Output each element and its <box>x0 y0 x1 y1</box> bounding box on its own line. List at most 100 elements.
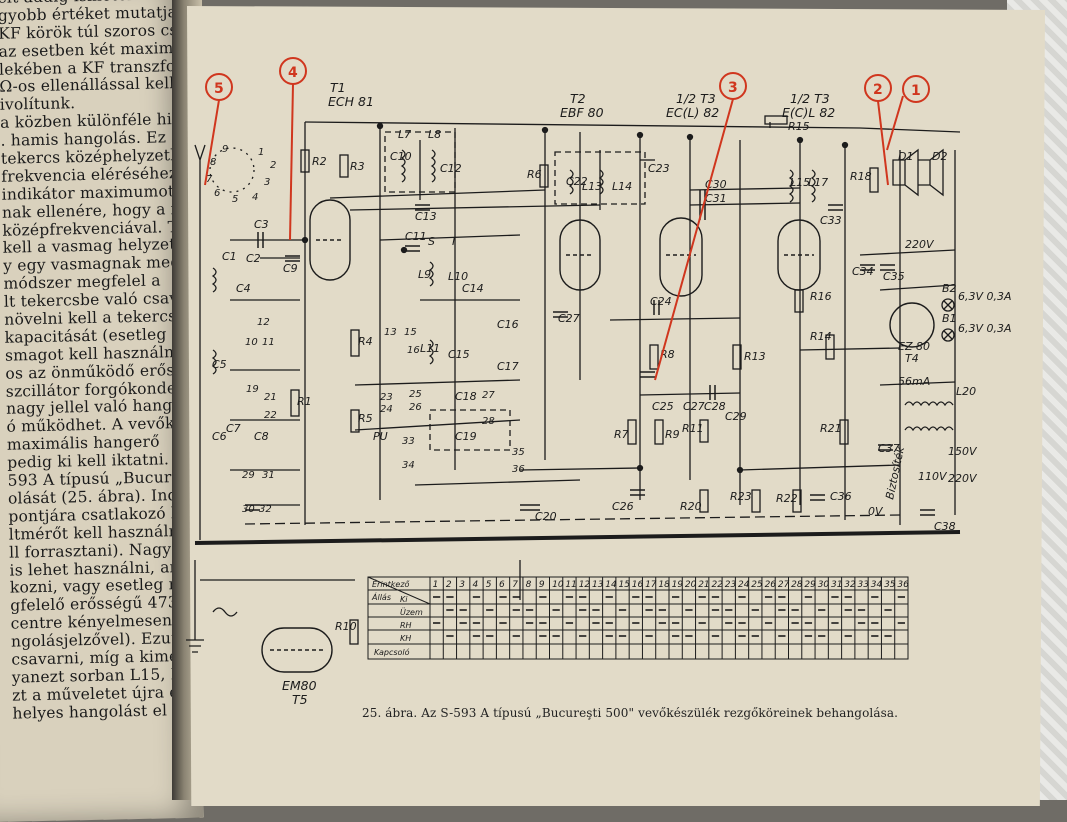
table-row-label: Ki <box>400 595 408 604</box>
table-row-label: RH <box>400 621 412 630</box>
table-column-number: 13 <box>592 580 604 590</box>
component-label: R7 <box>614 428 629 441</box>
component-label: C22 <box>566 175 588 188</box>
component-label: C23 <box>648 162 670 175</box>
component-label: R20 <box>680 500 702 513</box>
pin-number: 5 <box>232 194 238 205</box>
component-label: C8 <box>254 430 269 443</box>
component-label: C4 <box>236 282 251 295</box>
table-column-number: 17 <box>645 580 657 590</box>
pin-number: 4 <box>252 192 258 203</box>
component-label: R9 <box>665 428 680 441</box>
table-column-number: 7 <box>512 580 518 590</box>
table-column-number: 24 <box>738 580 750 590</box>
tube-t2-name: T2 <box>570 91 586 106</box>
table-column-number: 25 <box>751 580 763 590</box>
tube-t3b-type: E(C)L 82 <box>782 105 835 120</box>
callout-number: 1 <box>911 83 921 99</box>
component-label: C3 <box>254 218 269 231</box>
schematic-resistors <box>290 115 879 645</box>
pin-number: 22 <box>264 410 277 421</box>
component-label: C27 <box>683 400 705 413</box>
tube-t3a-name: 1/2 T3 <box>676 91 716 106</box>
pin-number: 15 <box>404 327 417 338</box>
table-column-number: 16 <box>632 580 644 590</box>
component-label: R14 <box>810 330 832 343</box>
table-column-number: 4 <box>472 580 478 590</box>
component-label: PU <box>373 430 388 443</box>
pin-number: 7 <box>206 174 213 185</box>
tube-t3a-type: EC(L) 82 <box>666 105 719 120</box>
component-label: B2 <box>942 282 957 295</box>
figure-caption: 25. ábra. Az S-593 A típusú „Bucureşti 5… <box>362 706 899 720</box>
voltage-label: 6,3V 0,3A <box>958 322 1012 335</box>
callout-number: 4 <box>288 65 298 81</box>
component-label: D2 <box>932 150 947 163</box>
pin-number: 19 <box>246 384 259 395</box>
table-column-number: 19 <box>672 580 684 590</box>
component-label: B1 <box>942 312 957 325</box>
component-label: L13 <box>582 180 602 193</box>
schematic-misc-symbols <box>186 122 955 653</box>
component-label: C19 <box>455 430 477 443</box>
table-column-number: 35 <box>884 580 896 590</box>
component-label: C15 <box>448 348 470 361</box>
component-label: C31 <box>705 192 727 205</box>
pin-number: 24 <box>380 404 393 415</box>
schematic-coils <box>211 149 954 432</box>
component-label: 0V <box>868 505 884 518</box>
schematic-capacitors <box>245 190 935 516</box>
component-label: L7 <box>398 128 411 141</box>
table-column-number: 3 <box>459 580 465 590</box>
table-row-label: Kapcsoló <box>374 647 410 657</box>
table-row-label: KH <box>400 634 411 643</box>
component-label: C33 <box>820 214 842 227</box>
component-label: L20 <box>956 385 976 398</box>
component-label: R15 <box>788 120 810 133</box>
component-label: L14 <box>612 180 632 193</box>
pin-number: 8 <box>210 157 216 168</box>
table-column-number: 32 <box>844 580 856 590</box>
table-column-number: 18 <box>658 580 670 590</box>
table-column-number: 31 <box>831 580 842 590</box>
table-column-number: 30 <box>818 580 830 590</box>
pin-number: 32 <box>259 504 272 515</box>
pin-number: 10 <box>245 337 258 348</box>
voltage-label: 6,3V 0,3A <box>958 290 1012 303</box>
schematic-tubes <box>261 199 935 673</box>
component-label: R23 <box>730 490 752 503</box>
callout-number: 2 <box>873 82 883 98</box>
component-label: R4 <box>358 335 373 348</box>
callout-number: 3 <box>728 80 738 96</box>
voltage-label: 110V <box>918 470 948 483</box>
tube-t5-type: EM80 <box>282 678 317 693</box>
tube-t3b-name: 1/2 T3 <box>790 91 830 106</box>
table-row-label: Üzem <box>400 607 423 617</box>
callout-circle <box>902 75 930 103</box>
component-label: C7 <box>226 422 241 435</box>
component-label: C5 <box>212 358 227 371</box>
table-column-number: 5 <box>486 580 492 590</box>
pin-number: 28 <box>482 416 495 427</box>
table-column-number: 36 <box>897 580 909 590</box>
pin-number: 31 <box>262 470 275 481</box>
pin-number: 2 <box>270 160 276 171</box>
table-column-number: 9 <box>539 580 545 590</box>
table-column-number: 12 <box>579 580 591 590</box>
pin-number: 33 <box>402 436 415 447</box>
table-column-number: 6 <box>499 580 505 590</box>
table-column-number: 29 <box>804 580 816 590</box>
table-column-number: 26 <box>765 580 777 590</box>
component-label: L9 <box>418 268 431 281</box>
pin-number: 34 <box>402 460 415 471</box>
pin-number: 23 <box>380 392 393 403</box>
tube-t1-type: ECH 81 <box>328 94 374 109</box>
pin-number: 6 <box>214 188 220 199</box>
table-column-number: 10 <box>552 580 564 590</box>
pin-number: 11 <box>262 337 275 348</box>
component-label: C26 <box>612 500 634 513</box>
component-label: L8 <box>428 128 441 141</box>
pin-number: 21 <box>264 392 277 403</box>
right-page <box>187 6 1045 806</box>
component-label: R5 <box>358 412 373 425</box>
